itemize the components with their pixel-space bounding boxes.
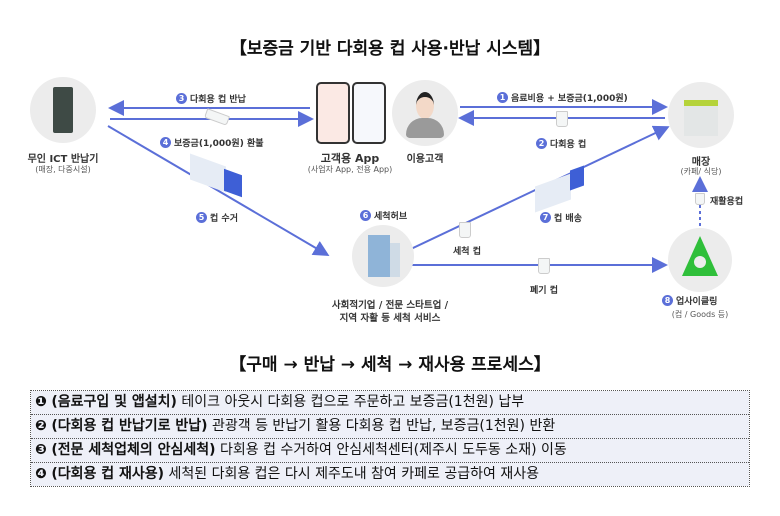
kiosk-sub: (매장, 다중시설)	[35, 165, 91, 174]
arrow-collect	[107, 125, 330, 257]
kiosk-label: 무인 ICT 반납기	[27, 154, 99, 165]
phone-icon	[352, 82, 386, 144]
hub-desc-1: 사회적기업 / 전문 스타트업 /	[331, 300, 449, 311]
process-table: ❶ (음료구입 및 앱설치) 테이크 아웃시 다회용 컵으로 주문하고 보증금(…	[30, 390, 750, 487]
washed-cup-label: 세척 컵	[453, 247, 481, 257]
store-icon	[668, 82, 734, 148]
arrow-deliver	[393, 125, 670, 258]
store-label: 매장	[691, 157, 711, 168]
cup-icon	[538, 258, 550, 274]
customer-icon	[392, 80, 458, 146]
recycled-cup-label: 재활용컵	[710, 197, 744, 207]
process-title: 【구매 → 반납 → 세척 → 재사용 프로세스】	[229, 355, 551, 375]
app-sub: (사업자 App, 전용 App)	[307, 165, 393, 174]
customer-label: 이용고객	[406, 154, 444, 165]
store-sub: (카페/ 식당)	[680, 167, 722, 176]
cup-icon	[556, 111, 568, 127]
process-row: ❷ (다회용 컵 반납기로 반납) 관광객 등 반납기 활용 다회용 컵 반납,…	[31, 415, 749, 439]
process-row: ❶ (음료구입 및 앱설치) 테이크 아웃시 다회용 컵으로 주문하고 보증금(…	[31, 391, 749, 415]
hub-desc-2: 지역 자활 등 세척 서비스	[339, 313, 441, 324]
process-row: ❹ (다회용 컵 재사용) 세척된 다회용 컵은 다시 제주도내 참여 카페로 …	[31, 463, 749, 486]
kiosk-icon	[30, 77, 96, 143]
hub-icon	[352, 225, 414, 287]
diagram-title: 【보증금 기반 다회용 컵 사용·반납 시스템】	[229, 39, 551, 59]
cup-icon	[459, 222, 471, 238]
upcycling-sub: (컵 / Goods 등)	[671, 310, 729, 319]
phone-icon	[316, 82, 350, 144]
cup-icon	[695, 193, 705, 205]
waste-cup-label: 폐기 컵	[530, 286, 558, 296]
recycle-icon	[668, 228, 732, 292]
process-row: ❸ (전문 세척업체의 안심세척) 다회용 컵 수거하여 안심세척센터(제주시 …	[31, 439, 749, 463]
app-label: 고객용 App	[320, 152, 380, 165]
